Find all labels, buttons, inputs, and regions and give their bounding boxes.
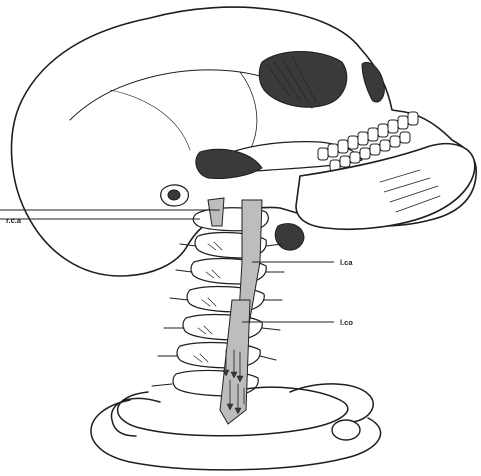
label-rca: r.c.a	[6, 216, 22, 225]
ear-canal	[168, 190, 180, 200]
rib-head	[332, 420, 360, 440]
label-lca: l.ca	[340, 258, 353, 267]
label-lco: l.co	[340, 318, 353, 327]
hyoid-region	[275, 224, 304, 251]
